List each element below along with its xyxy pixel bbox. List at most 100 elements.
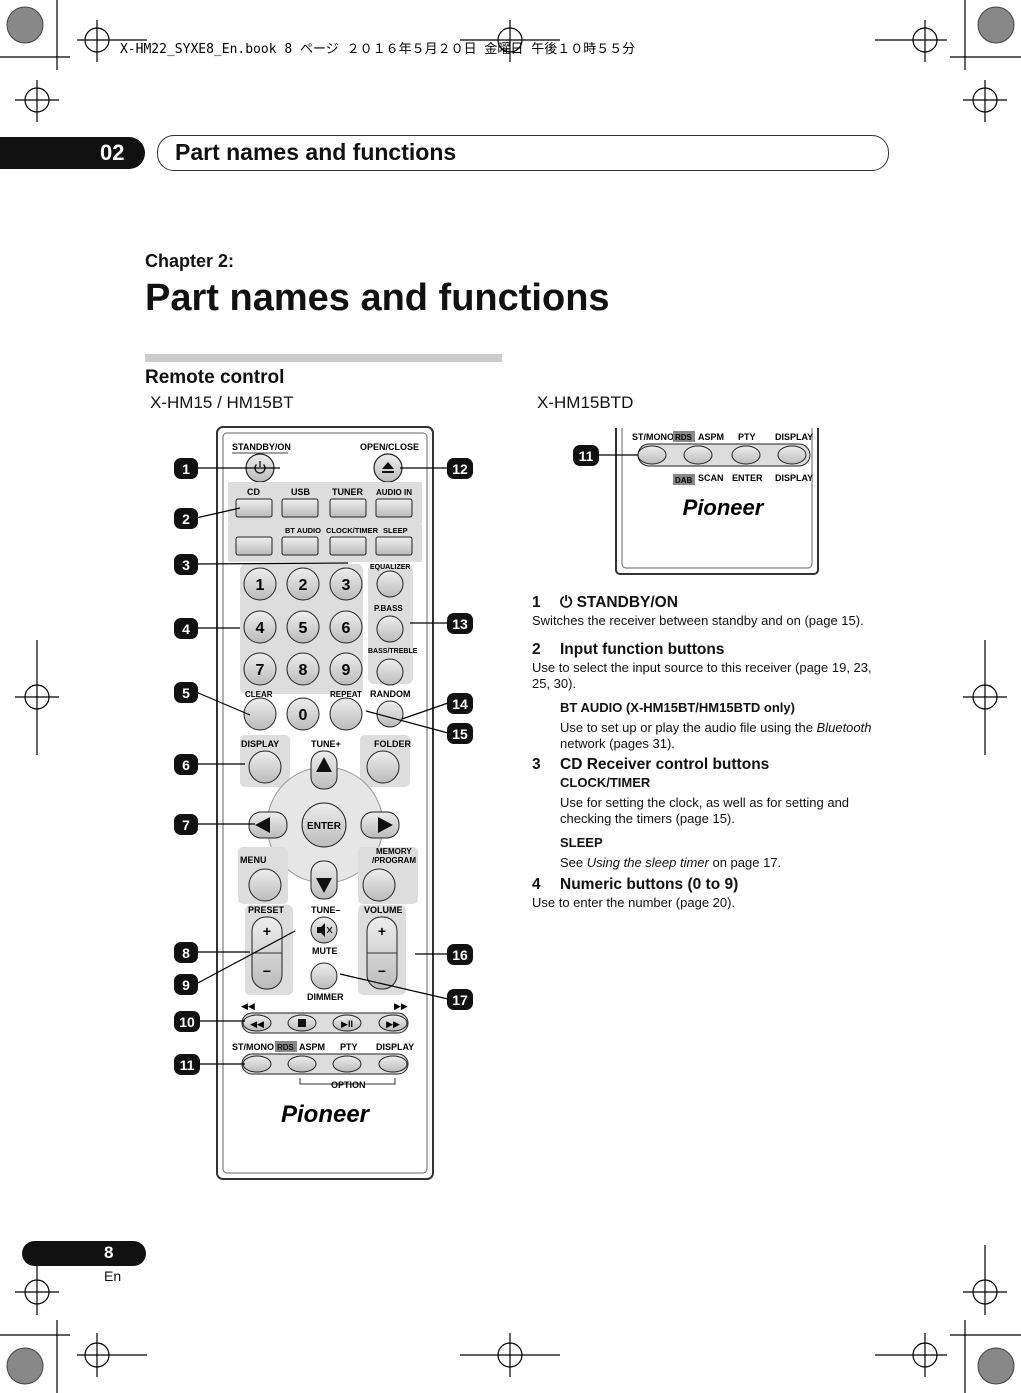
- btd-st-mono-label: ST/MONO: [632, 432, 674, 442]
- callout-1: 1: [174, 458, 198, 479]
- cd-button[interactable]: [235, 498, 273, 518]
- option-label: OPTION: [331, 1080, 366, 1090]
- btd-display-button[interactable]: [777, 445, 807, 465]
- svg-text:8: 8: [182, 945, 190, 961]
- desc-item-3-sub1-text: Use for setting the clock, as well as fo…: [560, 795, 850, 826]
- repeat-button[interactable]: [329, 697, 363, 731]
- btd-pioneer-logo: Pioneer: [683, 495, 765, 520]
- callout-4: 4: [174, 618, 198, 639]
- pty-button[interactable]: [332, 1055, 362, 1073]
- display-button[interactable]: [248, 750, 282, 784]
- tune-plus-label: TUNE+: [311, 739, 341, 749]
- digit-4-button[interactable]: [243, 610, 277, 644]
- svg-text:16: 16: [452, 947, 468, 963]
- pbass-button[interactable]: [376, 615, 404, 643]
- clear-button[interactable]: [243, 697, 277, 731]
- digit-3-button[interactable]: [329, 567, 363, 601]
- svg-text:14: 14: [452, 696, 468, 712]
- svg-text:3: 3: [182, 557, 190, 573]
- arrow-left-icon: [255, 817, 270, 833]
- minus-icon: −: [378, 963, 386, 979]
- digit-9-label: 9: [342, 662, 351, 679]
- memory-program-button[interactable]: [362, 868, 396, 902]
- btd-rds-badge: RDS: [675, 433, 693, 442]
- desc-item-3-sub2-title: SLEEP: [560, 835, 603, 850]
- page-number: 8: [104, 1243, 114, 1262]
- usb-button[interactable]: [281, 498, 319, 518]
- play-pause-button[interactable]: [332, 1014, 362, 1032]
- svg-text:11: 11: [180, 1057, 195, 1073]
- callout-12: 12: [447, 458, 473, 479]
- st-mono-label: ST/MONO: [232, 1042, 274, 1052]
- page-number-pill: [22, 1241, 146, 1266]
- callout-7: 7: [174, 814, 198, 835]
- bt-audio-button[interactable]: [281, 536, 319, 556]
- digit-9-button[interactable]: [329, 652, 363, 686]
- digit-2-button[interactable]: [286, 567, 320, 601]
- power-icon: ⏻: [560, 594, 577, 611]
- btd-dab-badge: DAB: [675, 476, 693, 485]
- callout-5: 5: [174, 682, 198, 703]
- digit-6-button[interactable]: [329, 610, 363, 644]
- callout-16: 16: [447, 944, 473, 965]
- equalizer-button[interactable]: [376, 570, 404, 598]
- btd-st-mono-button[interactable]: [637, 445, 667, 465]
- arrow-up-icon: [316, 757, 332, 772]
- callout-6: 6: [174, 754, 198, 775]
- folder-label: FOLDER: [374, 739, 411, 749]
- callout-badges: 1 2 3 4 5 6 7 8 9 10 11 12 13 14 15 16 1…: [174, 458, 473, 1075]
- audio-in-button[interactable]: [375, 498, 413, 518]
- btd-scan-label: SCAN: [698, 473, 724, 483]
- desc-item-2-subtitle: BT AUDIO (X-HM15BT/HM15BTD only): [560, 700, 795, 715]
- equalizer-label: EQUALIZER: [370, 564, 410, 571]
- desc-item-1-title: STANDBY/ON: [576, 594, 678, 611]
- clock-timer-button[interactable]: [329, 536, 367, 556]
- display2-label: DISPLAY: [376, 1042, 414, 1052]
- tuner-label: TUNER: [332, 487, 363, 497]
- forward-button[interactable]: [378, 1014, 408, 1032]
- callout-13: 13: [447, 613, 473, 634]
- btd-display2-label: DISPLAY: [775, 473, 813, 483]
- display2-button[interactable]: [378, 1055, 408, 1073]
- digit-5-button[interactable]: [286, 610, 320, 644]
- callout-17: 17: [447, 989, 473, 1010]
- folder-button[interactable]: [366, 750, 400, 784]
- chapter-tab: [0, 137, 145, 169]
- forward-label-icon: ▶▶: [394, 1001, 408, 1011]
- digit-0-button[interactable]: [286, 697, 320, 731]
- print-header: X-HM22_SYXE8_En.book 8 ページ ２０１６年５月２０日 金曜…: [120, 42, 636, 57]
- stop-icon: [298, 1019, 306, 1027]
- callout-8: 8: [174, 942, 198, 963]
- rewind-label-icon: ◀◀: [241, 1001, 255, 1011]
- sleep-button[interactable]: [375, 536, 413, 556]
- digit-2-label: 2: [299, 577, 308, 594]
- digit-1-button[interactable]: [243, 567, 277, 601]
- chapter-number: 02: [100, 140, 125, 165]
- bass-treble-button[interactable]: [376, 658, 404, 686]
- btd-aspm-label: ASPM: [698, 432, 724, 442]
- enter-button[interactable]: [301, 802, 347, 848]
- digit-8-button[interactable]: [286, 652, 320, 686]
- volume-label: VOLUME: [364, 905, 403, 915]
- tuner-button[interactable]: [329, 498, 367, 518]
- aspm-button[interactable]: [287, 1055, 317, 1073]
- rewind-button[interactable]: [242, 1014, 272, 1032]
- blank-button[interactable]: [235, 536, 273, 556]
- callout-11: 11: [174, 1054, 200, 1075]
- forward-icon: ▶▶: [386, 1019, 400, 1029]
- menu-label: MENU: [240, 855, 267, 865]
- preset-label: PRESET: [248, 905, 285, 915]
- menu-button[interactable]: [248, 868, 282, 902]
- btd-pty-label: PTY: [738, 432, 756, 442]
- standby-label: STANDBY/ON: [232, 442, 291, 452]
- svg-text:13: 13: [452, 616, 468, 632]
- dimmer-button[interactable]: [310, 962, 338, 990]
- btd-pty-button[interactable]: [731, 445, 761, 465]
- tune-minus-label: TUNE–: [311, 905, 341, 915]
- callout-15: 15: [447, 723, 473, 744]
- btd-aspm-button[interactable]: [683, 445, 713, 465]
- random-label: RANDOM: [370, 689, 411, 699]
- digit-7-button[interactable]: [243, 652, 277, 686]
- digit-8-label: 8: [299, 662, 308, 679]
